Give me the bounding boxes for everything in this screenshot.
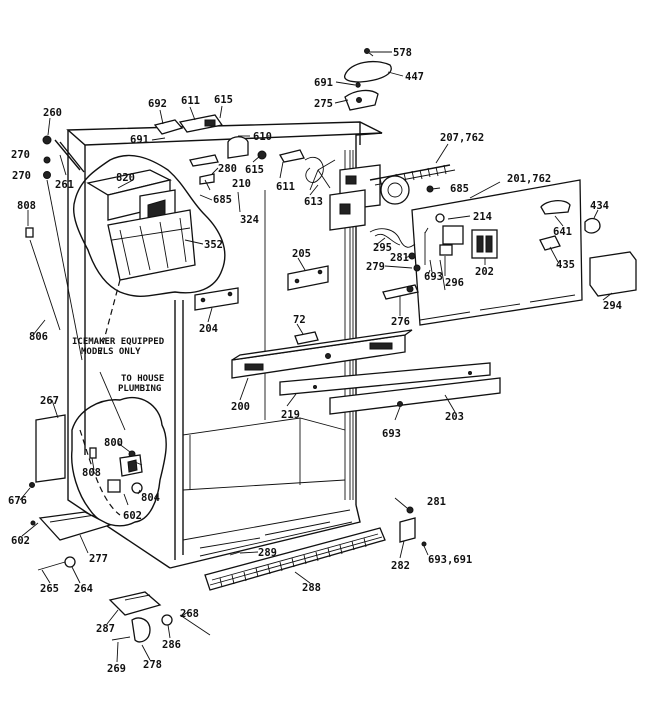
- callout-204: 204: [199, 323, 218, 335]
- top-cover-parts: [344, 48, 392, 111]
- callout-203: 203: [445, 411, 464, 423]
- callout-202: 202: [475, 266, 494, 278]
- brackets: [194, 265, 501, 421]
- plumbing-note-line2: PLUMBING: [118, 384, 161, 394]
- left-lower-parts: [29, 414, 112, 571]
- leader-lines: [19, 51, 613, 663]
- callout-806: 806: [29, 331, 48, 343]
- callout-214: 214: [473, 211, 492, 223]
- callout-287: 287: [96, 623, 115, 635]
- callout-labels: 578 447 691 275 692 611 615 691 610 207,…: [8, 47, 622, 675]
- callout-691: 691: [314, 77, 333, 89]
- callout-264: 264: [74, 583, 93, 595]
- callout-613: 613: [304, 196, 323, 208]
- fill-tube-parts: [25, 135, 121, 361]
- callout-685b: 685: [450, 183, 469, 195]
- callout-277: 277: [89, 553, 108, 565]
- icemaker-assembly: [86, 169, 196, 281]
- callout-808b: 808: [82, 467, 101, 479]
- callout-692: 692: [148, 98, 167, 110]
- callout-615b: 615: [245, 164, 264, 176]
- callout-289: 289: [258, 547, 277, 559]
- callout-602b: 602: [123, 510, 142, 522]
- callout-804: 804: [141, 492, 160, 504]
- callout-808a: 808: [17, 200, 36, 212]
- icemaker-cutout: [73, 154, 226, 298]
- callout-615: 615: [214, 94, 233, 106]
- callout-447: 447: [405, 71, 424, 83]
- plumbing-note-line1: TO HOUSE: [121, 374, 164, 384]
- callout-205: 205: [292, 248, 311, 260]
- callout-282: 282: [391, 560, 410, 572]
- callout-265: 265: [40, 583, 59, 595]
- callout-324: 324: [240, 214, 259, 226]
- callout-260: 260: [43, 107, 62, 119]
- callout-691b: 691: [130, 134, 149, 146]
- callout-610: 610: [253, 131, 272, 143]
- plumbing-cutout: [70, 371, 167, 527]
- callout-641: 641: [553, 226, 572, 238]
- damper-parts: [153, 114, 336, 191]
- callout-268: 268: [180, 608, 199, 620]
- callout-294: 294: [603, 300, 622, 312]
- callout-275: 275: [314, 98, 333, 110]
- callout-288: 288: [302, 582, 321, 594]
- callout-352: 352: [204, 239, 223, 251]
- callout-279: 279: [366, 261, 385, 273]
- callout-820: 820: [116, 172, 135, 184]
- wiring: [424, 232, 446, 291]
- callout-270b: 270: [12, 170, 31, 182]
- callout-219: 219: [281, 409, 300, 421]
- toe-grille: [204, 527, 386, 591]
- callout-676: 676: [8, 495, 27, 507]
- icemaker-note-line1: ICEMAKER EQUIPPED: [72, 337, 165, 347]
- callout-210: 210: [232, 178, 251, 190]
- callout-435: 435: [556, 259, 575, 271]
- callout-72: 72: [293, 314, 306, 326]
- callout-201-762: 201,762: [507, 173, 551, 185]
- callout-280: 280: [218, 163, 237, 175]
- callout-685a: 685: [213, 194, 232, 206]
- callout-602a: 602: [11, 535, 30, 547]
- callout-281b: 281: [427, 496, 446, 508]
- callout-267: 267: [40, 395, 59, 407]
- control-assembly: [329, 164, 637, 326]
- callout-611: 611: [181, 95, 200, 107]
- callout-611b: 611: [276, 181, 295, 193]
- callout-296: 296: [445, 277, 464, 289]
- callout-434: 434: [590, 200, 609, 212]
- callout-269: 269: [107, 663, 126, 675]
- callout-693-691: 693,691: [428, 554, 472, 566]
- callout-278: 278: [143, 659, 162, 671]
- callout-200: 200: [231, 401, 250, 413]
- callout-578: 578: [393, 47, 412, 59]
- callout-286: 286: [162, 639, 181, 651]
- callout-281a: 281: [390, 252, 409, 264]
- callout-693b: 693: [382, 428, 401, 440]
- bottom-hinge-parts: [108, 591, 211, 643]
- callout-276: 276: [391, 316, 410, 328]
- hinge-parts: [399, 506, 427, 547]
- callout-270a: 270: [11, 149, 30, 161]
- callout-693a: 693: [424, 271, 443, 283]
- callout-261: 261: [55, 179, 74, 191]
- callout-207-762: 207,762: [440, 132, 484, 144]
- callout-800: 800: [104, 437, 123, 449]
- icemaker-note-line2: MODELS ONLY: [81, 347, 141, 357]
- callout-295: 295: [373, 242, 392, 254]
